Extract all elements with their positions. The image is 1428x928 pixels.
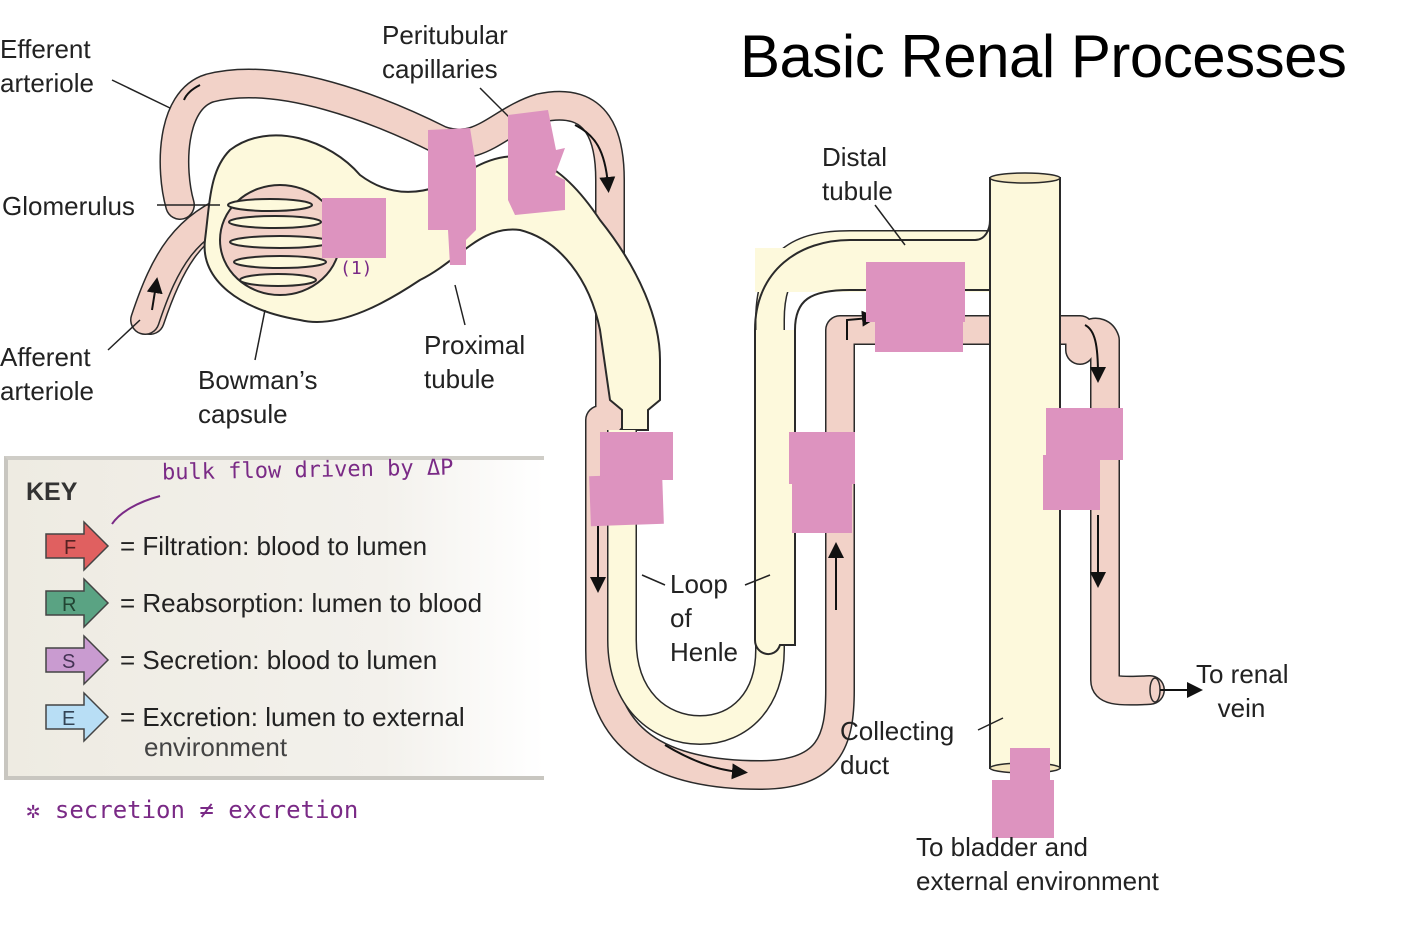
key-item-reabsorption: R = Reabsorption: lumen to blood bbox=[44, 577, 482, 629]
annotation-bulk-flow: bulk flow driven by ΔP bbox=[161, 455, 454, 486]
filtration-arrow-icon: F bbox=[44, 520, 110, 572]
label-peritubular-capillaries: Peritubular capillaries bbox=[382, 20, 508, 84]
key-item-filtration: F = Filtration: blood to lumen bbox=[44, 520, 427, 572]
label-proximal-tubule: Proximal tubule bbox=[424, 330, 526, 394]
svg-text:R: R bbox=[62, 594, 76, 616]
label-distal-tubule: Distal tubule bbox=[822, 142, 893, 206]
label-afferent-arteriole: Afferent arteriole bbox=[0, 342, 94, 406]
glomerulus-tuft bbox=[219, 184, 341, 296]
key-text-filtration: = Filtration: blood to lumen bbox=[120, 530, 428, 561]
flow-arrows bbox=[146, 84, 1203, 780]
label-to-bladder: To bladder and external environment bbox=[916, 832, 1159, 896]
svg-text:S: S bbox=[62, 651, 75, 673]
key-item-excretion: E = Excretion: lumen to external bbox=[44, 691, 465, 743]
redaction-block-proximal-2 bbox=[508, 110, 565, 215]
svg-text:E: E bbox=[62, 708, 75, 730]
secretion-arrow-icon: S bbox=[44, 634, 110, 686]
label-collecting-duct: Collecting duct bbox=[840, 716, 955, 780]
reabsorption-arrow-icon: R bbox=[44, 577, 110, 629]
label-to-renal-vein: To renal vein bbox=[1196, 659, 1289, 723]
annotation-pointer-line bbox=[111, 495, 161, 525]
key-item-secretion: S = Secretion: blood to lumen bbox=[44, 634, 437, 686]
key-title: KEY bbox=[26, 478, 78, 506]
redaction-block-proximal-1 bbox=[428, 128, 476, 265]
redaction-block-loop-descending-2 bbox=[589, 473, 664, 527]
redaction-block-loop-ascending-1 bbox=[789, 432, 855, 484]
annotation-marker-1: (1) bbox=[340, 258, 373, 279]
redaction-block-filtration bbox=[322, 198, 386, 258]
key-text-excretion-continuation: environment bbox=[144, 732, 288, 762]
label-bowmans-capsule: Bowman’s capsule bbox=[198, 365, 318, 429]
redaction-blocks bbox=[322, 110, 1123, 838]
redaction-block-loop-descending-1 bbox=[600, 432, 673, 480]
key-text-reabsorption: = Reabsorption: lumen to blood bbox=[120, 587, 483, 618]
svg-text:F: F bbox=[64, 537, 76, 559]
leader-lines bbox=[107, 79, 1004, 731]
redaction-block-distal-2 bbox=[875, 300, 963, 352]
label-glomerulus: Glomerulus bbox=[2, 191, 135, 221]
page-title: Basic Renal Processes bbox=[740, 23, 1347, 90]
label-efferent-arteriole: Efferent arteriole bbox=[0, 34, 94, 98]
key-legend: KEY F = Filtration: blood to lumen R = R… bbox=[4, 456, 544, 780]
redaction-block-duct-2 bbox=[1043, 455, 1100, 510]
excretion-arrow-icon: E bbox=[44, 691, 110, 743]
redaction-block-loop-ascending-2 bbox=[792, 483, 852, 533]
key-text-excretion: = Excretion: lumen to external bbox=[120, 701, 465, 732]
label-loop-of-henle: Loop of Henle bbox=[670, 569, 738, 667]
annotation-secretion-note: ✲ secretion ≠ excretion bbox=[26, 796, 359, 824]
key-text-secretion: = Secretion: blood to lumen bbox=[120, 644, 438, 675]
redaction-block-excretion-2 bbox=[992, 780, 1054, 838]
redaction-block-duct-1 bbox=[1046, 408, 1123, 460]
